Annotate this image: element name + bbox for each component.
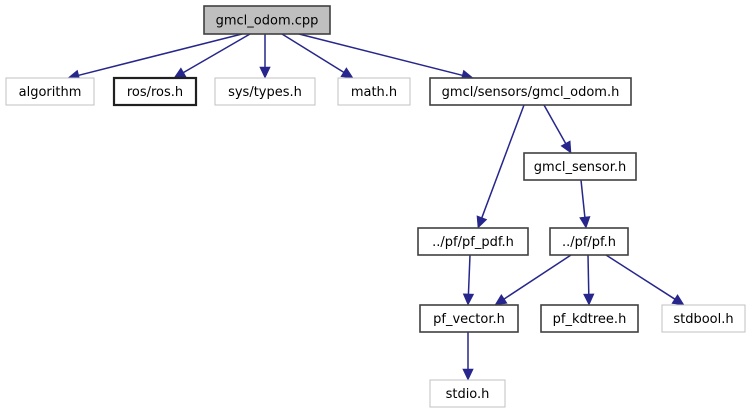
node-box-sys_types_h[interactable] <box>214 77 316 106</box>
arrowhead-pf_vector_h-to-stdio_h <box>462 368 474 381</box>
node-sys_types_h[interactable]: sys/types.h <box>214 77 316 106</box>
node-box-stdio_h[interactable] <box>429 379 506 408</box>
arrowhead-gmcl_odom_cpp-to-sys_types_h <box>259 66 271 79</box>
node-stdio_h[interactable]: stdio.h <box>429 379 506 408</box>
arrowhead-pf_h-to-pf_vector_h <box>494 294 508 306</box>
arrowhead-gmcl_odom_cpp-to-math_h <box>340 67 354 79</box>
node-box-stdbool_h[interactable] <box>661 304 746 333</box>
node-box-math_h[interactable] <box>337 77 411 106</box>
edge-gmcl_sensors_odom_h-to-gmcl_sensor_h <box>543 104 567 144</box>
node-math_h[interactable]: math.h <box>337 77 411 106</box>
node-pf_pdf_h[interactable]: ../pf/pf_pdf.h <box>417 227 529 256</box>
edges-layer <box>67 33 685 381</box>
node-gmcl_odom_cpp[interactable]: gmcl_odom.cpp <box>203 5 331 35</box>
arrowhead-gmcl_odom_cpp-to-ros_ros_h <box>173 67 187 79</box>
edge-pf_pdf_h-to-pf_vector_h <box>467 254 471 295</box>
node-box-gmcl_sensors_odom_h[interactable] <box>429 77 632 106</box>
edge-gmcl_odom_cpp-to-algorithm <box>78 33 243 77</box>
node-pf_vector_h[interactable]: pf_vector.h <box>419 304 519 333</box>
edge-gmcl_sensors_odom_h-to-pf_pdf_h <box>481 104 525 218</box>
arrowhead-pf_h-to-stdbool_h <box>671 294 685 306</box>
node-box-gmcl_odom_cpp[interactable] <box>203 5 331 35</box>
node-gmcl_sensor_h[interactable]: gmcl_sensor.h <box>523 152 637 181</box>
edge-pf_h-to-pf_vector_h <box>503 254 572 300</box>
arrowhead-gmcl_sensors_odom_h-to-pf_pdf_h <box>476 215 488 229</box>
edge-gmcl_sensor_h-to-pf_h <box>580 179 586 218</box>
node-algorithm[interactable]: algorithm <box>5 77 95 106</box>
arrowhead-gmcl_sensors_odom_h-to-gmcl_sensor_h <box>560 140 572 154</box>
node-box-gmcl_sensor_h[interactable] <box>523 152 637 181</box>
node-box-pf_h[interactable] <box>549 227 629 256</box>
arrowhead-pf_pdf_h-to-pf_vector_h <box>462 293 475 306</box>
edge-pf_h-to-stdbool_h <box>605 254 676 300</box>
edge-gmcl_odom_cpp-to-ros_ros_h <box>183 33 251 74</box>
node-stdbool_h[interactable]: stdbool.h <box>661 304 746 333</box>
node-box-pf_pdf_h[interactable] <box>417 227 529 256</box>
node-box-ros_ros_h[interactable] <box>112 76 198 107</box>
node-gmcl_sensors_odom_h[interactable]: gmcl/sensors/gmcl_odom.h <box>429 77 632 106</box>
edge-gmcl_odom_cpp-to-gmcl_sensors_odom_h <box>298 33 463 77</box>
node-pf_h[interactable]: ../pf/pf.h <box>549 227 629 256</box>
arrowhead-gmcl_sensor_h-to-pf_h <box>579 216 591 229</box>
arrowhead-pf_h-to-pf_kdtree_h <box>583 293 595 306</box>
edge-gmcl_odom_cpp-to-math_h <box>281 33 345 73</box>
node-box-pf_kdtree_h[interactable] <box>540 304 639 333</box>
node-box-pf_vector_h[interactable] <box>419 304 519 333</box>
node-ros_ros_h[interactable]: ros/ros.h <box>112 76 198 107</box>
node-pf_kdtree_h[interactable]: pf_kdtree.h <box>540 304 639 333</box>
edge-pf_h-to-pf_kdtree_h <box>587 254 590 295</box>
node-box-algorithm[interactable] <box>5 77 95 106</box>
